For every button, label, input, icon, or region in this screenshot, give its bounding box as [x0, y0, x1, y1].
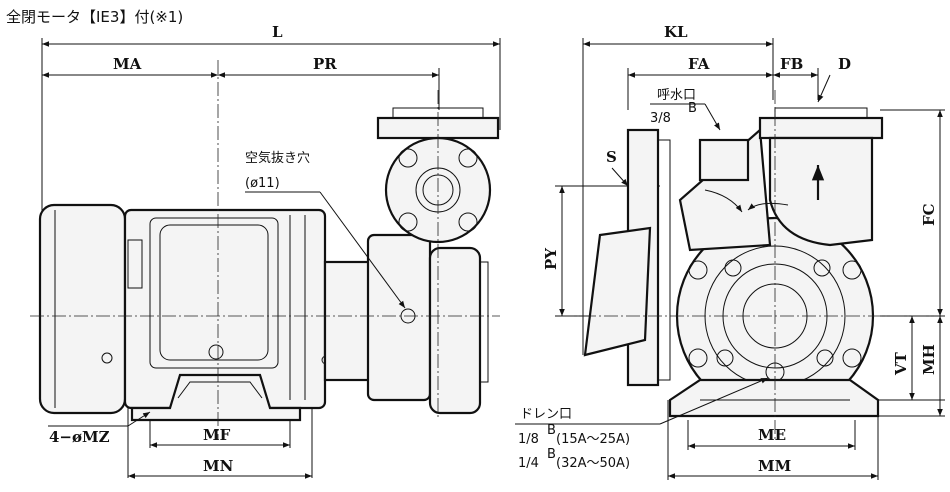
terminal-box	[149, 217, 279, 369]
drain-large-range: (32A～50A)	[556, 456, 630, 471]
dim-label-fc: FC	[920, 203, 938, 226]
side-view: L MA PR	[30, 23, 501, 479]
priming-port-label: 呼水口	[657, 88, 696, 103]
priming-port-sup: B	[688, 101, 697, 116]
dim-label-l: L	[272, 23, 283, 41]
drain-large-sup: B	[547, 447, 556, 462]
dim-label-fb: FB	[780, 55, 803, 73]
discharge-flange-front	[758, 116, 884, 140]
shaft-housing	[323, 260, 372, 382]
terminal-cover	[583, 226, 652, 357]
dim-label-mh: MH	[920, 344, 938, 375]
dim-label-me: ME	[758, 426, 786, 444]
dim-label-vt: VT	[892, 351, 910, 376]
dim-label-d: D	[838, 55, 851, 73]
terminal-screw	[208, 344, 224, 360]
dim-label-ma: MA	[113, 55, 142, 73]
motor-fan-cover	[38, 203, 127, 415]
pump-casing-side	[366, 233, 432, 402]
vent-hole-label: 空気抜き穴	[245, 150, 310, 166]
dim-label-pr: PR	[313, 55, 337, 73]
dim-label-kl: KL	[664, 23, 688, 41]
front-view: KL FA FB D 呼水口 3/8 B	[515, 23, 945, 480]
dim-label-py: PY	[542, 248, 560, 270]
drain-large-size: 1/4	[518, 456, 539, 471]
dim-label-mm: MM	[758, 457, 791, 475]
motor-foot	[130, 373, 302, 422]
drain-small-range: (15A～25A)	[556, 432, 630, 447]
dim-label-mn: MN	[203, 457, 234, 475]
drain-small-sup: B	[547, 423, 556, 438]
drain-port-label: ドレン口	[520, 407, 572, 422]
dim-label-s: S	[606, 148, 617, 166]
pump-base	[668, 378, 880, 418]
dim-label-mf: MF	[203, 426, 231, 444]
dim-label-mz: 4−øMZ	[49, 428, 110, 446]
priming-port-size: 3/8	[650, 111, 671, 126]
drawing-title: 全閉モータ【IE3】付(※1)	[6, 8, 183, 26]
drain-small-size: 1/8	[518, 432, 539, 447]
vent-hole-size: (ø11)	[245, 176, 280, 191]
priming-boss	[698, 138, 750, 182]
dim-label-fa: FA	[688, 55, 710, 73]
